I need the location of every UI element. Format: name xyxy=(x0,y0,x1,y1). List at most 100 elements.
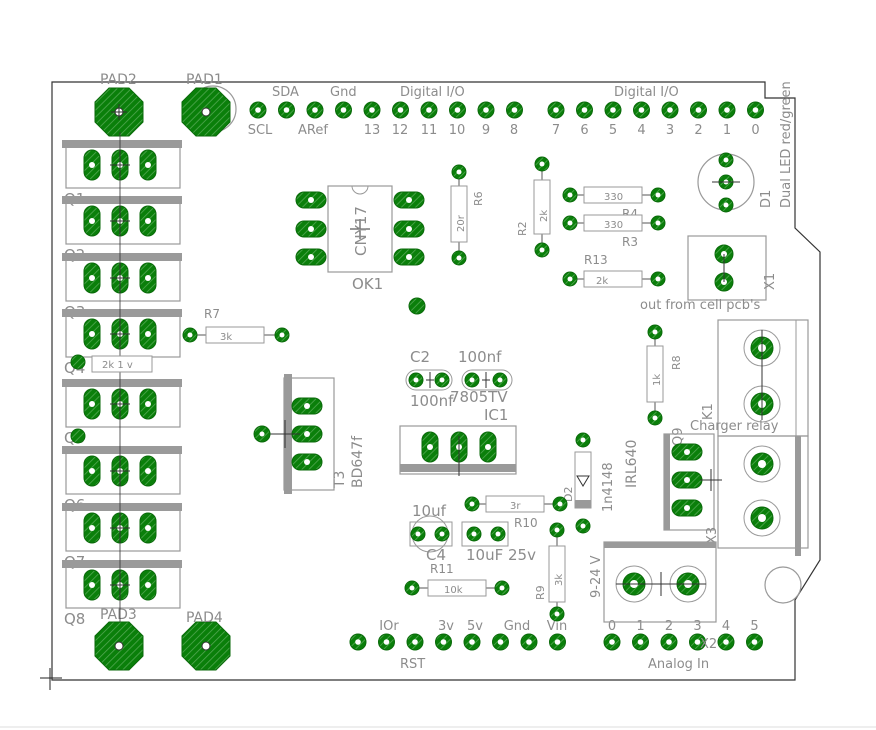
bottom-right-pin-label-0: 0 xyxy=(608,619,616,634)
top-left-pin-label-6: 9 xyxy=(482,123,490,138)
bottom-right-pin-5 xyxy=(746,633,763,651)
hdr-digital-left: Digital I/O xyxy=(400,85,465,100)
t3-value: BD647f xyxy=(350,435,366,488)
top-left-pin-0 xyxy=(249,101,267,119)
transistor-q8-label: Q8 xyxy=(64,610,85,628)
top-right-pin-label-6: 1 xyxy=(723,123,731,138)
hdr-rst: RST xyxy=(400,657,425,672)
top-left-pin-2 xyxy=(306,101,324,119)
top-right-pin-label-0: 7 xyxy=(552,123,560,138)
r11-name: R11 xyxy=(430,562,454,576)
via-t3-hole xyxy=(259,431,265,437)
c2-name: C2 xyxy=(410,348,430,366)
top-right-pin-4 xyxy=(661,101,679,119)
capacitor-c5 xyxy=(461,521,509,547)
bottom-left-pin-3 xyxy=(435,633,452,651)
via-center xyxy=(408,297,426,315)
cell-text: out from cell pcb's xyxy=(640,298,761,313)
c4-name: C4 xyxy=(426,546,446,564)
top-right-pin-7 xyxy=(747,101,764,119)
top-right-pin-3 xyxy=(633,101,650,119)
top-left-pin-7 xyxy=(449,101,466,119)
r8-value: 1k xyxy=(652,374,663,386)
mosfet-irl640 xyxy=(663,433,722,531)
d1-name: D1 xyxy=(759,190,774,208)
r8-name: R8 xyxy=(670,355,683,370)
bottom-left-pin-6 xyxy=(520,633,538,651)
top-right-pin-label-5: 2 xyxy=(694,123,702,138)
bottom-right-pin-label-4: 4 xyxy=(722,619,730,634)
top-left-pin-9 xyxy=(506,101,523,119)
hdr-gnd: Gnd xyxy=(330,85,357,100)
resistor-r6 xyxy=(450,164,468,266)
q9-name: Q9 xyxy=(671,427,686,446)
top-left-pin-label-3: 12 xyxy=(392,123,409,138)
bottom-right-pin-3 xyxy=(689,633,706,651)
r13-value: 2k xyxy=(596,276,608,287)
bottom-right-pin-label-1: 1 xyxy=(636,619,644,634)
capacitor-c2 xyxy=(405,369,453,391)
bottom-left-pin-0 xyxy=(349,633,367,651)
transistor-q3 xyxy=(62,253,182,302)
resistor-r2 xyxy=(533,156,551,258)
capacitor-c4 xyxy=(409,515,453,553)
resistor-r3 xyxy=(562,214,666,232)
ic1-value: 7805TV xyxy=(450,388,508,406)
hdr-sda: SDA xyxy=(272,85,299,100)
r11-value: 10k xyxy=(444,585,463,596)
top-right-pin-label-4: 3 xyxy=(666,123,674,138)
relay-side-bar xyxy=(795,436,801,556)
supply-voltage: 9-24 V xyxy=(589,555,604,598)
led-d1 xyxy=(697,152,755,213)
top-right-pin-1 xyxy=(576,101,593,119)
r4-value: 330 xyxy=(604,192,623,203)
transistor-q7 xyxy=(62,503,182,552)
transistor-t3 xyxy=(270,374,335,494)
transistor-stack: Q1Q2Q3Q4Q5Q6Q7Q8 xyxy=(62,132,182,628)
c2-value: 100nf xyxy=(458,348,502,366)
r9-name: R9 xyxy=(534,585,547,600)
bottom-right-pin-2 xyxy=(660,633,678,651)
r2-value: 2k xyxy=(539,210,550,222)
resistor-r10 xyxy=(464,495,568,513)
rq4-value: 2k 1 v xyxy=(102,360,133,371)
ok1-value: CNY17 xyxy=(352,206,370,256)
r2-name: R2 xyxy=(516,221,529,236)
pad2-label: PAD2 xyxy=(100,72,137,88)
top-right-pin-label-2: 5 xyxy=(609,123,617,138)
bottom-right-pin-label-3: 3 xyxy=(693,619,701,634)
regulator-ic1 xyxy=(399,425,517,476)
pad1-label: PAD1 xyxy=(186,72,223,88)
pad3 xyxy=(94,621,144,671)
bottom-right-pin-0 xyxy=(603,633,621,651)
top-left-pin-4 xyxy=(363,101,381,119)
top-right-pin-5 xyxy=(690,101,707,119)
r3-name: R3 xyxy=(622,235,638,249)
pad4-label: PAD4 xyxy=(186,610,223,626)
pad3-label: PAD3 xyxy=(100,607,137,623)
bottom-left-pin-label-4: Vin xyxy=(547,619,567,634)
resistor-q4 xyxy=(91,355,153,373)
transistor-q4 xyxy=(62,309,182,358)
top-left-pin-5 xyxy=(392,101,409,119)
c5-value: 10uF 25v xyxy=(466,546,536,564)
via-left-b xyxy=(70,428,86,444)
top-right-pin-label-7: 0 xyxy=(751,123,759,138)
ok1-name: OK1 xyxy=(352,275,383,293)
bottom-right-pin-label-5: 5 xyxy=(750,619,758,634)
x2-name: X2 xyxy=(700,637,717,652)
resistor-r9 xyxy=(548,522,566,622)
r10-value: 3r xyxy=(510,501,521,512)
pad4 xyxy=(181,621,231,671)
bottom-left-pin-4 xyxy=(463,633,481,651)
top-right-pin-6 xyxy=(718,101,736,119)
bottom-right-pin-1 xyxy=(632,633,649,651)
via-left-a xyxy=(70,354,86,370)
c2-value-lower: 100nf xyxy=(410,392,454,410)
resistor-r11 xyxy=(404,579,510,597)
r7-name: R7 xyxy=(204,307,220,321)
bottom-right-pin-4 xyxy=(717,633,735,651)
resistor-r4 xyxy=(562,186,666,204)
top-left-pin-1 xyxy=(278,101,295,119)
